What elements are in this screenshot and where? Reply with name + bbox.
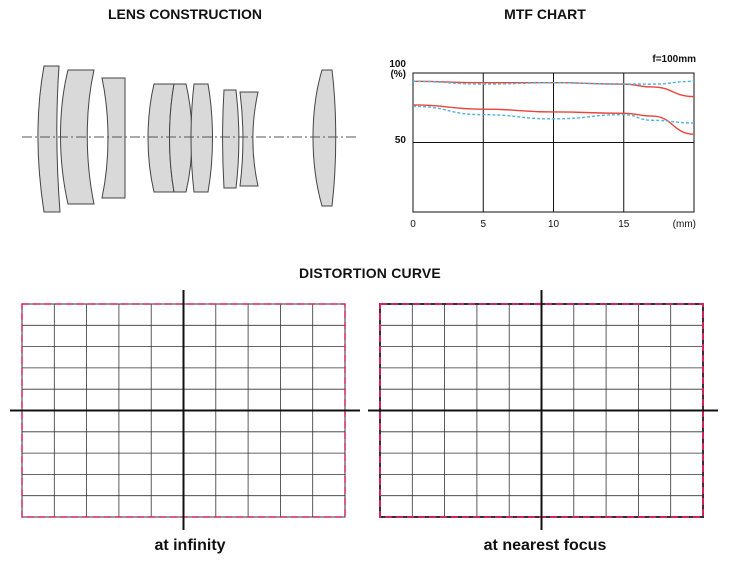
lens-element-6 <box>190 83 213 193</box>
mtf-x-tick-label: 5 <box>480 219 486 230</box>
distortion-grid-nearest-focus <box>368 290 718 530</box>
lens-construction-diagram <box>22 65 356 213</box>
lens-element-7 <box>222 89 240 189</box>
mtf-series-dashed <box>412 105 695 124</box>
lens-construction-title: LENS CONSTRUCTION <box>108 6 262 22</box>
caption-nearest-focus: at nearest focus <box>483 537 607 554</box>
mtf-focal-label: f=100mm <box>652 54 696 65</box>
mtf-chart-title: MTF CHART <box>504 6 586 22</box>
mtf-x-unit-label: (mm) <box>673 219 696 230</box>
caption-infinity: at infinity <box>154 537 226 554</box>
mtf-series-solid <box>412 104 695 135</box>
mtf-y-mid-label: 50 <box>395 135 407 146</box>
mtf-x-tick-label: 10 <box>548 219 560 230</box>
distortion-curve-title: DISTORTION CURVE <box>299 265 441 281</box>
distortion-grid-infinity <box>10 290 360 530</box>
mtf-x-tick-label: 15 <box>618 219 630 230</box>
lens-element-8 <box>239 91 259 187</box>
mtf-x-tick-label: 0 <box>410 219 416 230</box>
mtf-series-solid <box>412 80 695 98</box>
lens-element-3 <box>101 77 126 199</box>
mtf-y-unit-label: (%) <box>390 69 406 80</box>
mtf-series-dashed <box>412 80 695 85</box>
mtf-y-top-label: 100 <box>389 59 406 70</box>
mtf-ticks: 0 5 10 15 <box>410 219 630 230</box>
mtf-grid <box>412 72 695 213</box>
lens-element-9 <box>312 69 337 207</box>
lens-element-1 <box>37 65 61 213</box>
lens-element-5 <box>169 83 193 193</box>
mtf-lines <box>412 80 695 135</box>
mtf-chart: 0 5 10 15 f=100mm 100 (%) 50 (mm) <box>389 54 696 230</box>
